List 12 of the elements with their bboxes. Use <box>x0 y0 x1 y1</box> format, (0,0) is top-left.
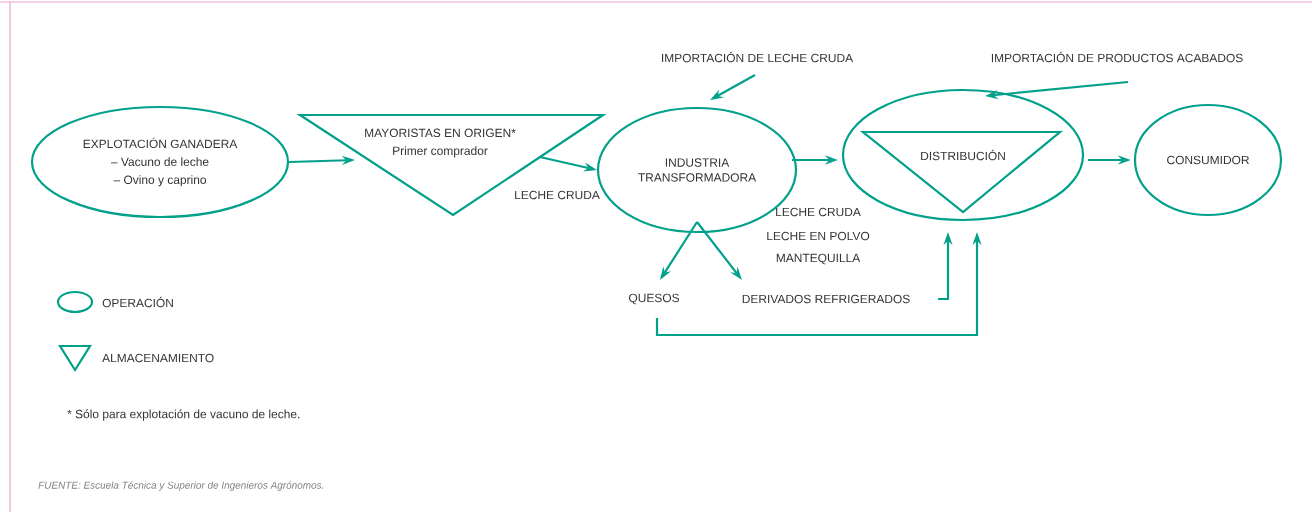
source-note: FUENTE: Escuela Técnica y Superior de Ingenieros Agrónomos. <box>38 481 324 491</box>
import-label: IMPORTACIÓN DE LECHE CRUDA <box>662 51 854 63</box>
legend-label: OPERACIÓN <box>102 296 173 308</box>
product-list: MANTEQUILLA <box>776 253 861 265</box>
import-label: IMPORTACIÓN DE PRODUCTOS ACABADOS <box>991 51 1243 63</box>
product-list: LECHE EN POLVO <box>767 231 870 241</box>
product-list: LECHE CRUDA <box>776 207 861 217</box>
product-label: DERIVADOS REFRIGERADOS <box>742 294 910 304</box>
edge-label: LECHE CRUDA <box>513 189 601 201</box>
product-label: QUESOS <box>629 293 680 305</box>
footnote: * Sólo para explotación de vacuno de leche. <box>67 409 300 421</box>
legend-label: ALMACENAMIENTO <box>102 353 214 363</box>
